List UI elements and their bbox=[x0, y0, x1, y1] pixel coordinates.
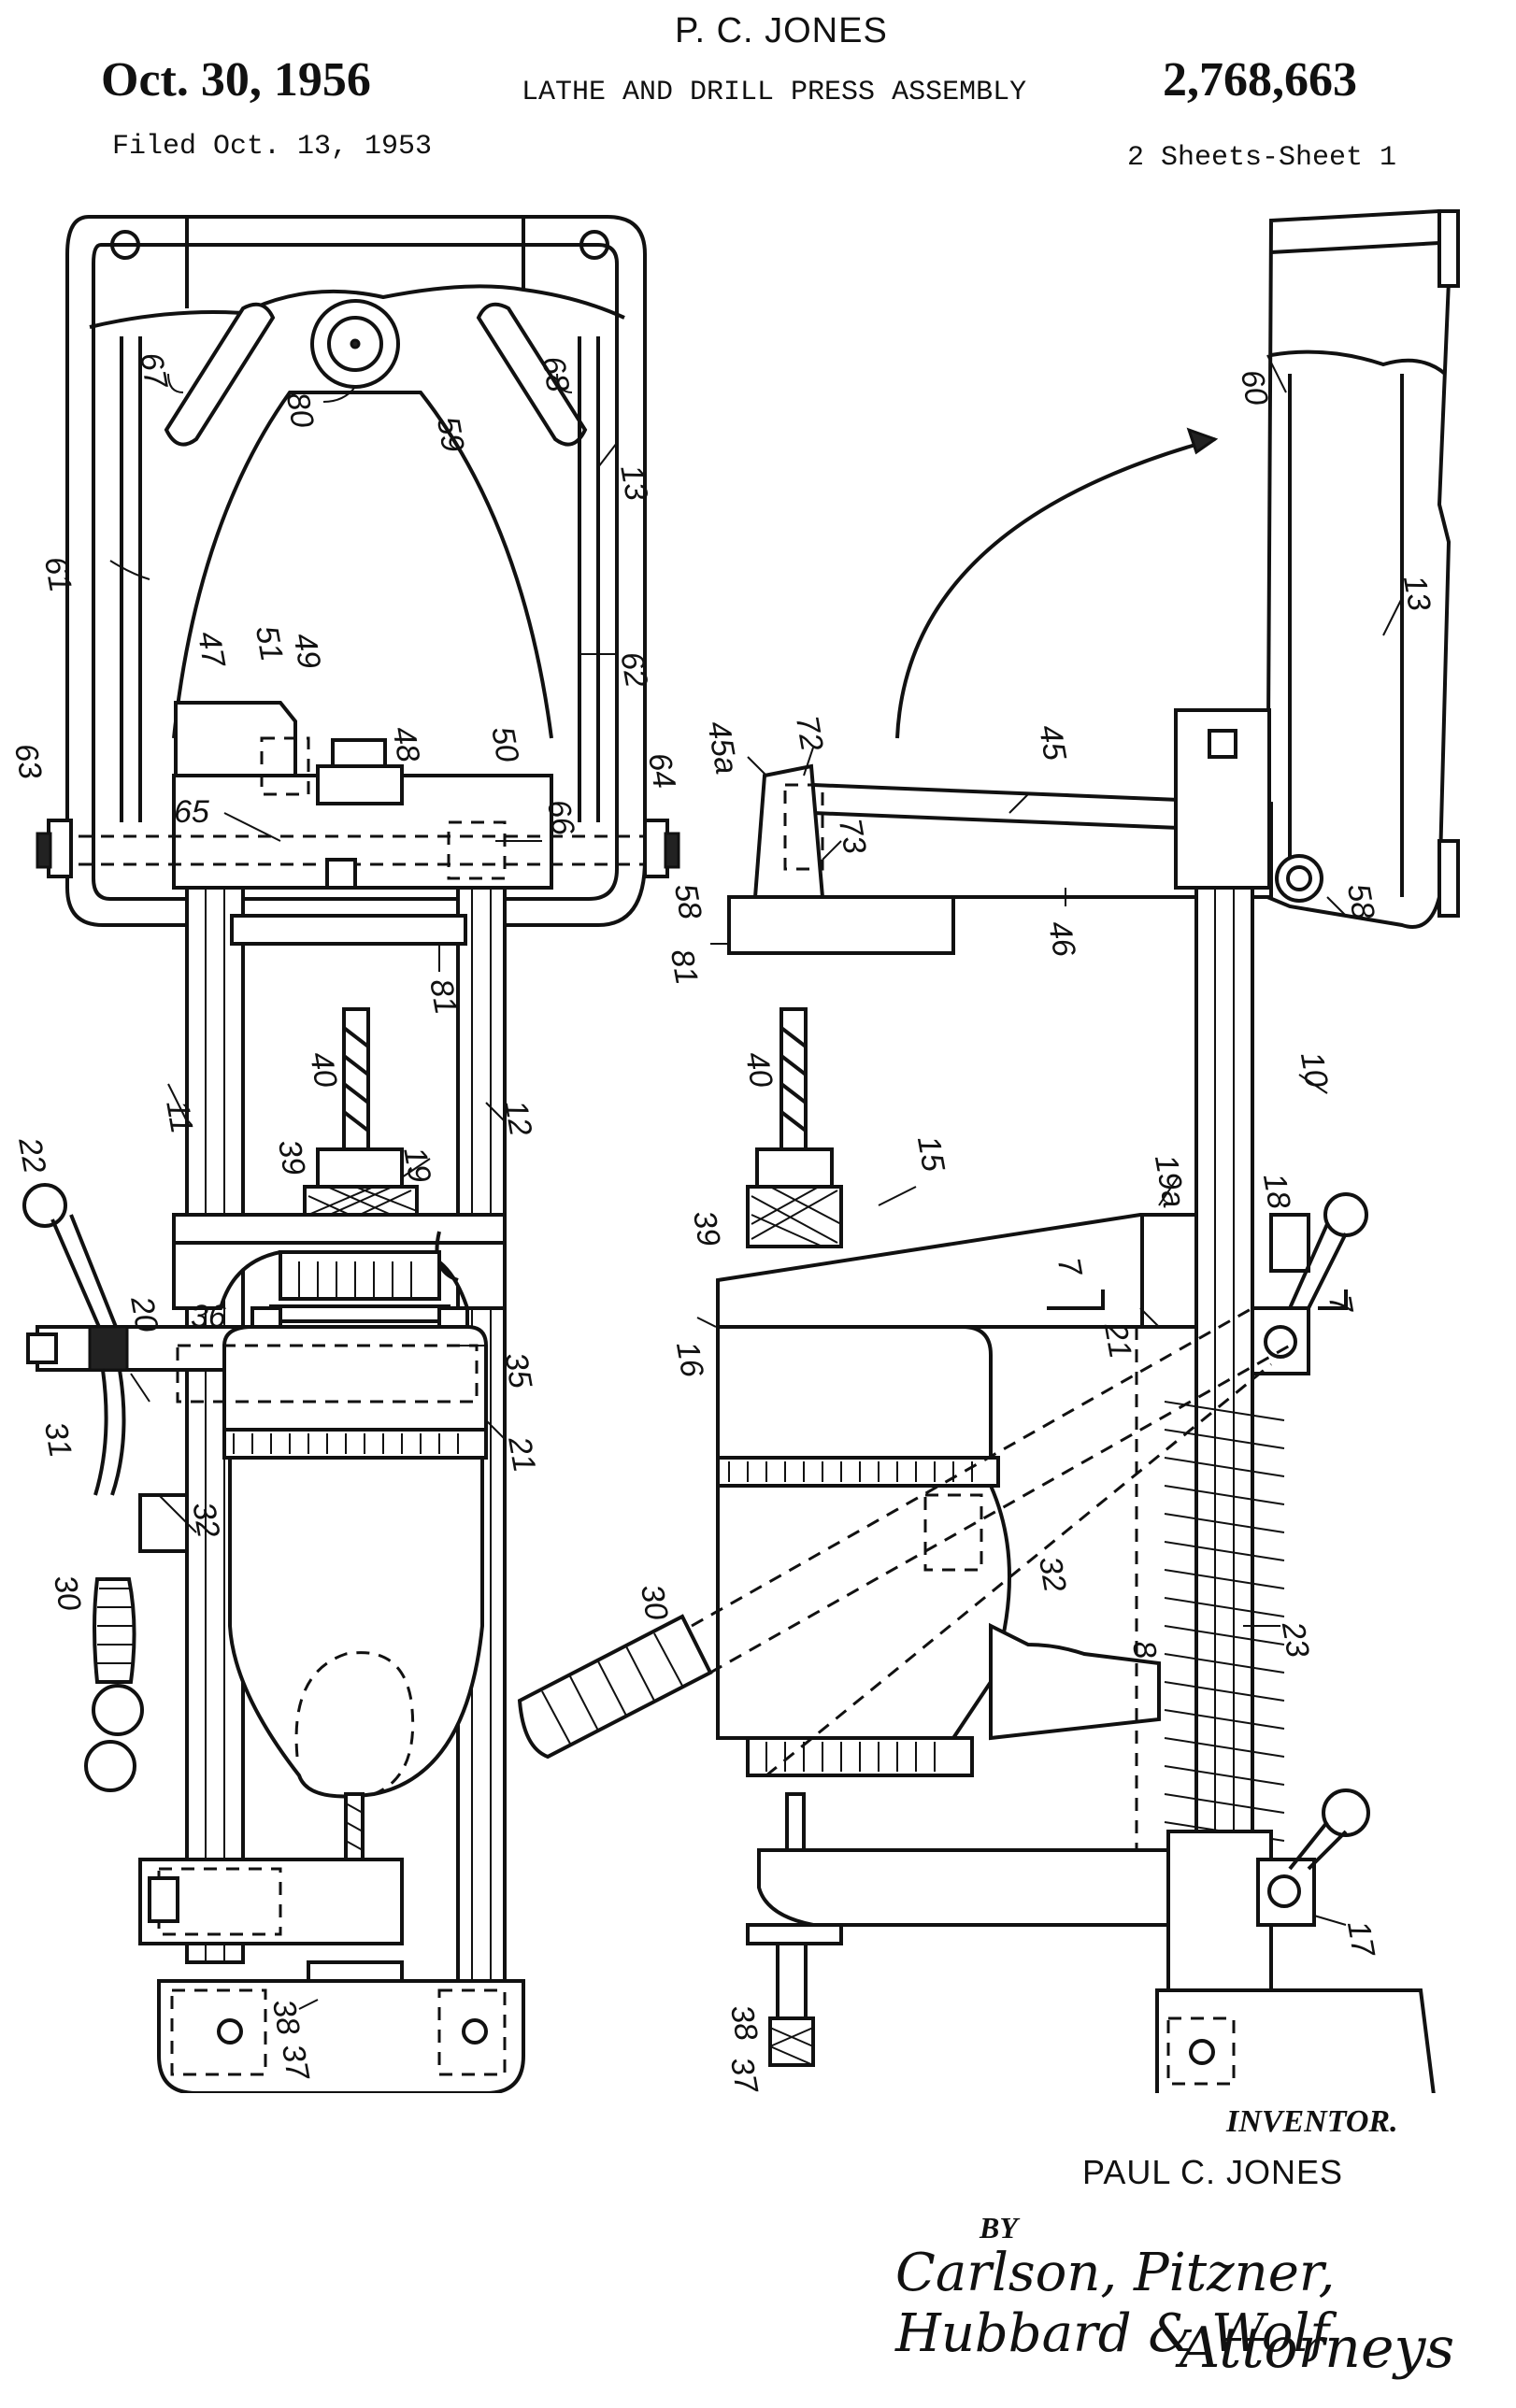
filed-date: Filed Oct. 13, 1953 bbox=[112, 131, 433, 163]
ref-numeral: 50 bbox=[484, 724, 525, 765]
ref-numeral: 38 bbox=[723, 2002, 765, 2044]
ref-numeral: 81 bbox=[422, 976, 464, 1018]
ref-numeral: 38 bbox=[265, 1997, 307, 2038]
carriage-side bbox=[716, 1192, 1368, 1375]
ref-numeral: 66 bbox=[540, 797, 581, 838]
ref-numeral: 10 bbox=[1294, 1049, 1335, 1090]
ref-numeral: 58 bbox=[667, 881, 708, 922]
ref-numeral: 46 bbox=[1041, 919, 1082, 960]
feed-lever bbox=[22, 1183, 254, 1496]
ref-numeral: 72 bbox=[789, 713, 830, 754]
ref-numeral: 8 bbox=[1125, 1638, 1164, 1661]
ref-numeral: 23 bbox=[1275, 1618, 1316, 1660]
inventor-caption: INVENTOR. bbox=[1226, 2104, 1398, 2139]
ref-numeral: 37 bbox=[723, 2055, 765, 2093]
ref-numeral: 58 bbox=[1340, 881, 1381, 922]
ref-numeral: 60 bbox=[1234, 367, 1275, 408]
patent-title: LATHE AND DRILL PRESS ASSEMBLY bbox=[522, 77, 1027, 108]
ref-numeral: 19a bbox=[1148, 1152, 1192, 1210]
ref-numeral: 48 bbox=[385, 724, 426, 765]
ref-numeral: 63 bbox=[7, 741, 49, 782]
ref-numeral: 65 bbox=[174, 794, 209, 830]
ref-numeral: 40 bbox=[738, 1049, 779, 1090]
ref-numeral: 21 bbox=[501, 1433, 542, 1475]
ref-numeral: 61 bbox=[37, 554, 79, 595]
ref-numeral: 45 bbox=[1032, 722, 1073, 763]
side-view: 60 13 45a 72 45 73 46 58 81 40 15 10 19a… bbox=[517, 208, 1460, 2093]
ref-numeral: 51 bbox=[249, 623, 290, 664]
attorney-role: Attorneys bbox=[1180, 2315, 1455, 2381]
drill-bit bbox=[342, 1007, 370, 1151]
ref-numeral: 36 bbox=[191, 1299, 226, 1334]
sheet-info: 2 Sheets-Sheet 1 bbox=[1127, 142, 1397, 174]
ref-numeral: 30 bbox=[634, 1582, 675, 1623]
ref-numeral: 39 bbox=[686, 1208, 727, 1249]
ref-numeral: 16 bbox=[669, 1339, 710, 1380]
ref-numeral: 40 bbox=[303, 1049, 344, 1090]
handle bbox=[84, 1493, 404, 1945]
swung-frame bbox=[1265, 208, 1460, 929]
by-label: BY bbox=[980, 2211, 1018, 2244]
ref-numeral: 18 bbox=[1256, 1171, 1297, 1212]
feed-screw-side bbox=[746, 1923, 843, 2067]
base-side bbox=[1155, 1988, 1436, 2093]
ref-numeral: 32 bbox=[1032, 1554, 1073, 1595]
ref-numeral: 45a bbox=[700, 719, 744, 777]
ref-numeral: 35 bbox=[497, 1350, 538, 1391]
ref-numeral: 80 bbox=[279, 390, 321, 431]
ref-numeral: 67 bbox=[133, 349, 174, 392]
patent-date: Oct. 30, 1956 bbox=[101, 53, 371, 107]
ref-numeral: 73 bbox=[832, 816, 873, 857]
ref-numeral: 30 bbox=[47, 1573, 88, 1614]
lower-clamp bbox=[757, 1788, 1370, 1992]
ref-numeral: 13 bbox=[613, 463, 654, 504]
ref-numeral: 15 bbox=[910, 1133, 951, 1175]
ref-numeral: 81 bbox=[664, 947, 705, 988]
swing-arm bbox=[727, 763, 1273, 955]
patent-drawing: 67 68 80 59 13 61 62 47 51 49 48 50 63 6… bbox=[7, 208, 1460, 2093]
base bbox=[157, 1979, 525, 2093]
ref-numeral: 37 bbox=[275, 2042, 316, 2084]
spring bbox=[1135, 1327, 1285, 1869]
inventor-name: P. C. JONES bbox=[675, 11, 888, 50]
ref-numeral: 12 bbox=[497, 1098, 538, 1139]
top-frame bbox=[65, 215, 647, 927]
ref-numeral: 31 bbox=[37, 1419, 79, 1460]
ref-numeral: 47 bbox=[191, 629, 232, 671]
inventor-full-name: PAUL C. JONES bbox=[1082, 2153, 1344, 2191]
ref-numeral: 32 bbox=[185, 1500, 226, 1541]
ref-numeral: 17 bbox=[1340, 1918, 1381, 1960]
attorney-signature: Carlson, Pitzner, Hubbard & Wolf bbox=[895, 2243, 1336, 2364]
front-view: 67 68 80 59 13 61 62 47 51 49 48 50 63 6… bbox=[7, 215, 708, 2093]
ref-numeral: 39 bbox=[271, 1137, 312, 1178]
ref-numeral: 20 bbox=[123, 1293, 164, 1335]
ref-numeral: 22 bbox=[11, 1134, 52, 1176]
ref-numeral: 68 bbox=[535, 353, 576, 394]
patent-number: 2,768,663 bbox=[1163, 53, 1357, 107]
ref-numeral: 7 bbox=[1322, 1292, 1360, 1317]
ref-numeral: 13 bbox=[1396, 573, 1437, 614]
drill-body-side bbox=[716, 1325, 1161, 1889]
ref-numeral: 19 bbox=[396, 1145, 437, 1186]
ref-numeral: 21 bbox=[1097, 1319, 1138, 1361]
ref-numeral: 64 bbox=[641, 750, 682, 791]
ref-numeral: 11 bbox=[159, 1098, 200, 1136]
ref-numeral: 49 bbox=[286, 631, 327, 672]
tool-head bbox=[36, 701, 680, 890]
drill-bit-side bbox=[746, 1007, 843, 1248]
ref-numeral: 62 bbox=[613, 649, 654, 691]
ref-numeral: 59 bbox=[430, 414, 471, 455]
